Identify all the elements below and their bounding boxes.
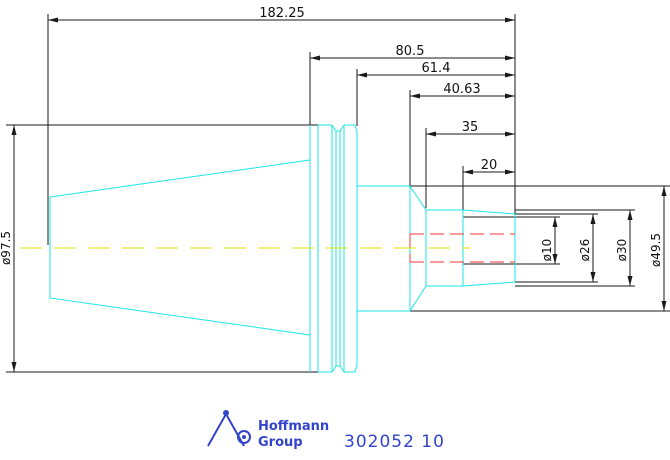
dim-dia-10: ø10 [540,239,554,262]
dim-length-40-63: 40.63 [443,82,480,97]
dim-length-35: 35 [462,120,479,135]
dim-length-61-4: 61.4 [422,61,451,76]
dim-dia-49-5: ø49.5 [649,233,663,267]
dim-dia-26: ø26 [578,239,592,262]
brand-logo: Hoffmann Group [207,410,329,450]
vertical-dimensions [6,124,670,373]
vertical-dimension-labels: ø97.5 ø10 ø26 ø30 ø49.5 [0,231,663,267]
horizontal-dimension-labels: 182.25 80.5 61.4 40.63 35 20 [259,6,497,173]
horizontal-dimensions [47,14,516,245]
brand-name-line2: Group [258,435,303,450]
dim-overall-length: 182.25 [259,6,305,21]
dim-dia-30: ø30 [615,239,629,262]
part-number: 302052 10 [344,432,445,452]
dim-length-80-5: 80.5 [396,44,425,59]
brand-name-line1: Hoffmann [258,419,329,434]
dim-length-20: 20 [481,158,498,173]
dim-dia-97-5: ø97.5 [0,231,13,265]
